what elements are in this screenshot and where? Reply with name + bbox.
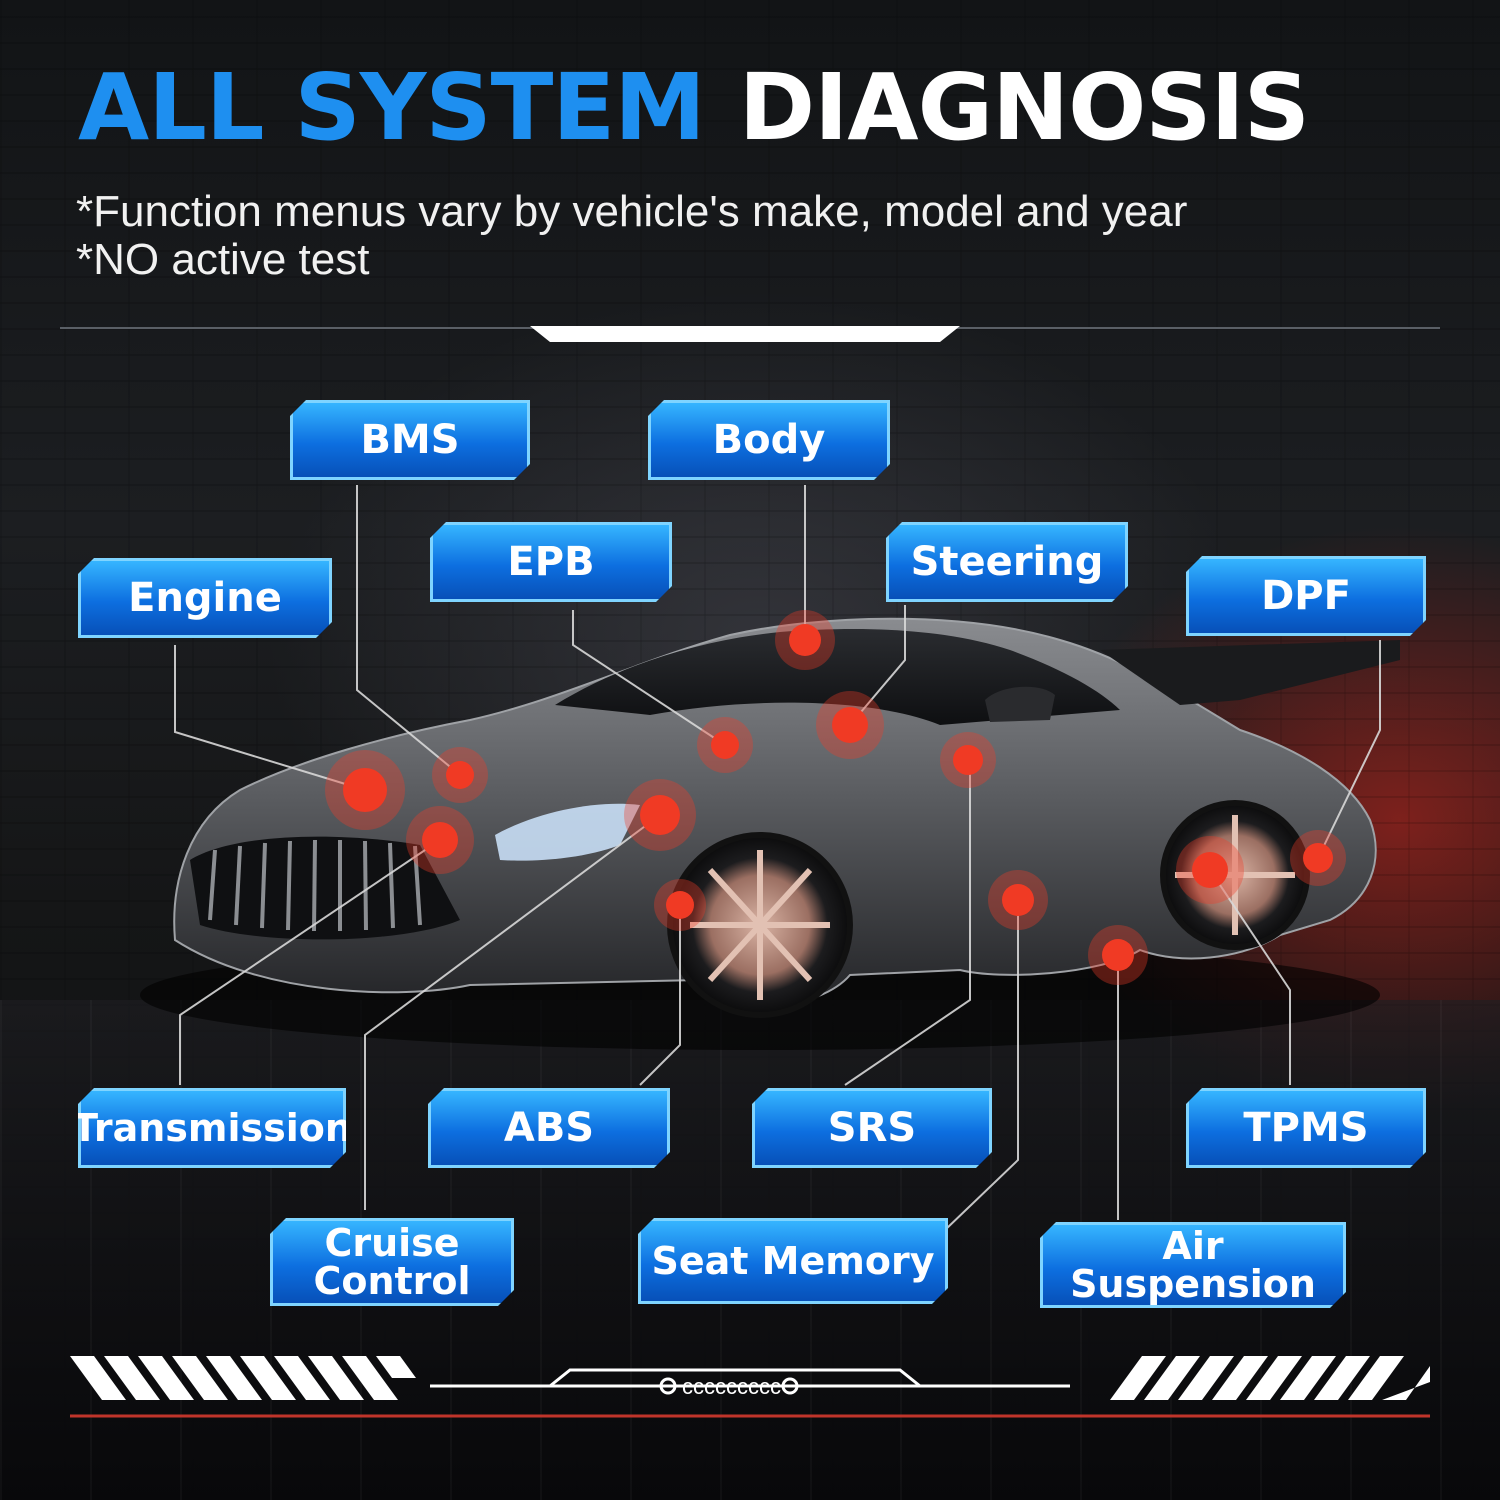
tag-abs-label: ABS bbox=[503, 1105, 595, 1151]
tag-transmission: Transmission bbox=[78, 1088, 346, 1168]
diagnostic-point-marker bbox=[422, 822, 458, 858]
headlight-icon bbox=[495, 803, 640, 861]
connector-lines bbox=[174, 485, 1381, 1231]
tag-body-label: Body bbox=[712, 417, 826, 463]
tag-engine: Engine bbox=[78, 558, 332, 638]
footer-decoration: ccccccccc bbox=[70, 1356, 1430, 1418]
car-windows-icon bbox=[555, 629, 1120, 725]
tag-bms: BMS bbox=[290, 400, 530, 480]
diagnostic-point-marker bbox=[343, 768, 387, 812]
diagnostic-point-marker bbox=[711, 731, 739, 759]
tag-body: Body bbox=[648, 400, 890, 480]
tag-seat-memory: Seat Memory bbox=[638, 1218, 948, 1304]
diagnostic-point-marker bbox=[446, 761, 474, 789]
tag-engine-label: Engine bbox=[128, 575, 282, 621]
diagnostic-point-marker bbox=[1192, 852, 1228, 888]
diagnostic-point-marker bbox=[953, 745, 983, 775]
tag-abs: ABS bbox=[428, 1088, 670, 1168]
tag-srs-label: SRS bbox=[827, 1105, 917, 1151]
tag-air-suspension-label: Air Suspension bbox=[1070, 1224, 1316, 1306]
tag-cruise-control: Cruise Control bbox=[270, 1218, 514, 1306]
diagnostic-markers bbox=[325, 610, 1346, 985]
tag-tpms-label: TPMS bbox=[1243, 1105, 1369, 1151]
side-mirror-icon bbox=[985, 686, 1055, 722]
tag-tpms: TPMS bbox=[1186, 1088, 1426, 1168]
note-function-menus: *Function menus vary by vehicle's make, … bbox=[76, 187, 1188, 236]
tag-cruise-line1: Cruise bbox=[324, 1221, 460, 1265]
car-spoiler-icon bbox=[1100, 640, 1400, 705]
tag-srs: SRS bbox=[752, 1088, 992, 1168]
title-part-1: ALL SYSTEM bbox=[78, 54, 706, 161]
title-part-2: DIAGNOSIS bbox=[738, 54, 1310, 161]
tag-seat-memory-label: Seat Memory bbox=[651, 1239, 935, 1283]
diagnostic-point-marker bbox=[666, 891, 694, 919]
tag-dpf: DPF bbox=[1186, 556, 1426, 636]
tag-epb-label: EPB bbox=[507, 539, 595, 585]
tag-epb: EPB bbox=[430, 522, 672, 602]
diagnostic-point-marker bbox=[789, 624, 821, 656]
tag-air-suspension: Air Suspension bbox=[1040, 1222, 1346, 1308]
diagnostic-point-marker bbox=[1303, 843, 1333, 873]
tag-cruise-line2: Control bbox=[313, 1259, 471, 1303]
diagnostic-point-marker bbox=[640, 795, 680, 835]
header-divider bbox=[60, 326, 1440, 342]
tag-steering-label: Steering bbox=[910, 539, 1104, 585]
tag-bms-label: BMS bbox=[360, 417, 460, 463]
diagnostic-point-marker bbox=[1102, 939, 1134, 971]
tag-dpf-label: DPF bbox=[1261, 573, 1351, 619]
diagnostic-point-marker bbox=[832, 707, 868, 743]
note-no-active-test: *NO active test bbox=[76, 235, 370, 284]
svg-text:ccccccccc: ccccccccc bbox=[682, 1374, 781, 1399]
tag-transmission-label: Transmission bbox=[72, 1106, 352, 1150]
diagnostic-point-marker bbox=[1002, 884, 1034, 916]
tag-steering: Steering bbox=[886, 522, 1128, 602]
